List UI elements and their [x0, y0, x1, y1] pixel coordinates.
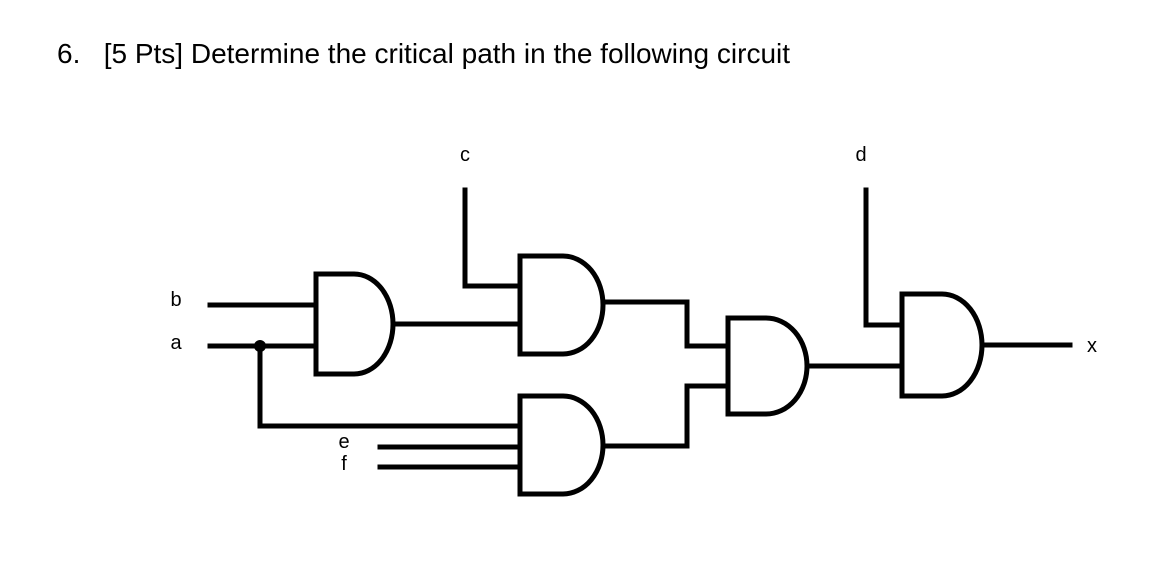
junction-dot [254, 340, 266, 352]
question-text: 6. [5 Pts] Determine the critical path i… [57, 38, 790, 70]
and-gate-5 [899, 291, 985, 399]
label-c: c [460, 144, 470, 166]
wire-g4-g3 [600, 383, 731, 449]
label-f: f [341, 453, 347, 475]
label-e: e [338, 431, 349, 453]
wire-d [863, 187, 905, 328]
label-b: b [170, 289, 181, 311]
and-gate-3 [725, 315, 810, 417]
and-gate-4 [517, 393, 606, 497]
label-a: a [170, 332, 182, 354]
wire-a-branch [257, 343, 523, 429]
label-x: x [1087, 335, 1097, 357]
question-prompt: Determine the critical path in the follo… [190, 38, 791, 69]
and-gate-1 [313, 271, 396, 377]
wire-c [462, 187, 523, 289]
question-points: [5 Pts] [103, 38, 184, 69]
question-number: 6. [57, 38, 81, 69]
wire-g2-g3 [600, 299, 731, 349]
and-gate-2 [517, 253, 606, 357]
label-d: d [855, 144, 866, 166]
